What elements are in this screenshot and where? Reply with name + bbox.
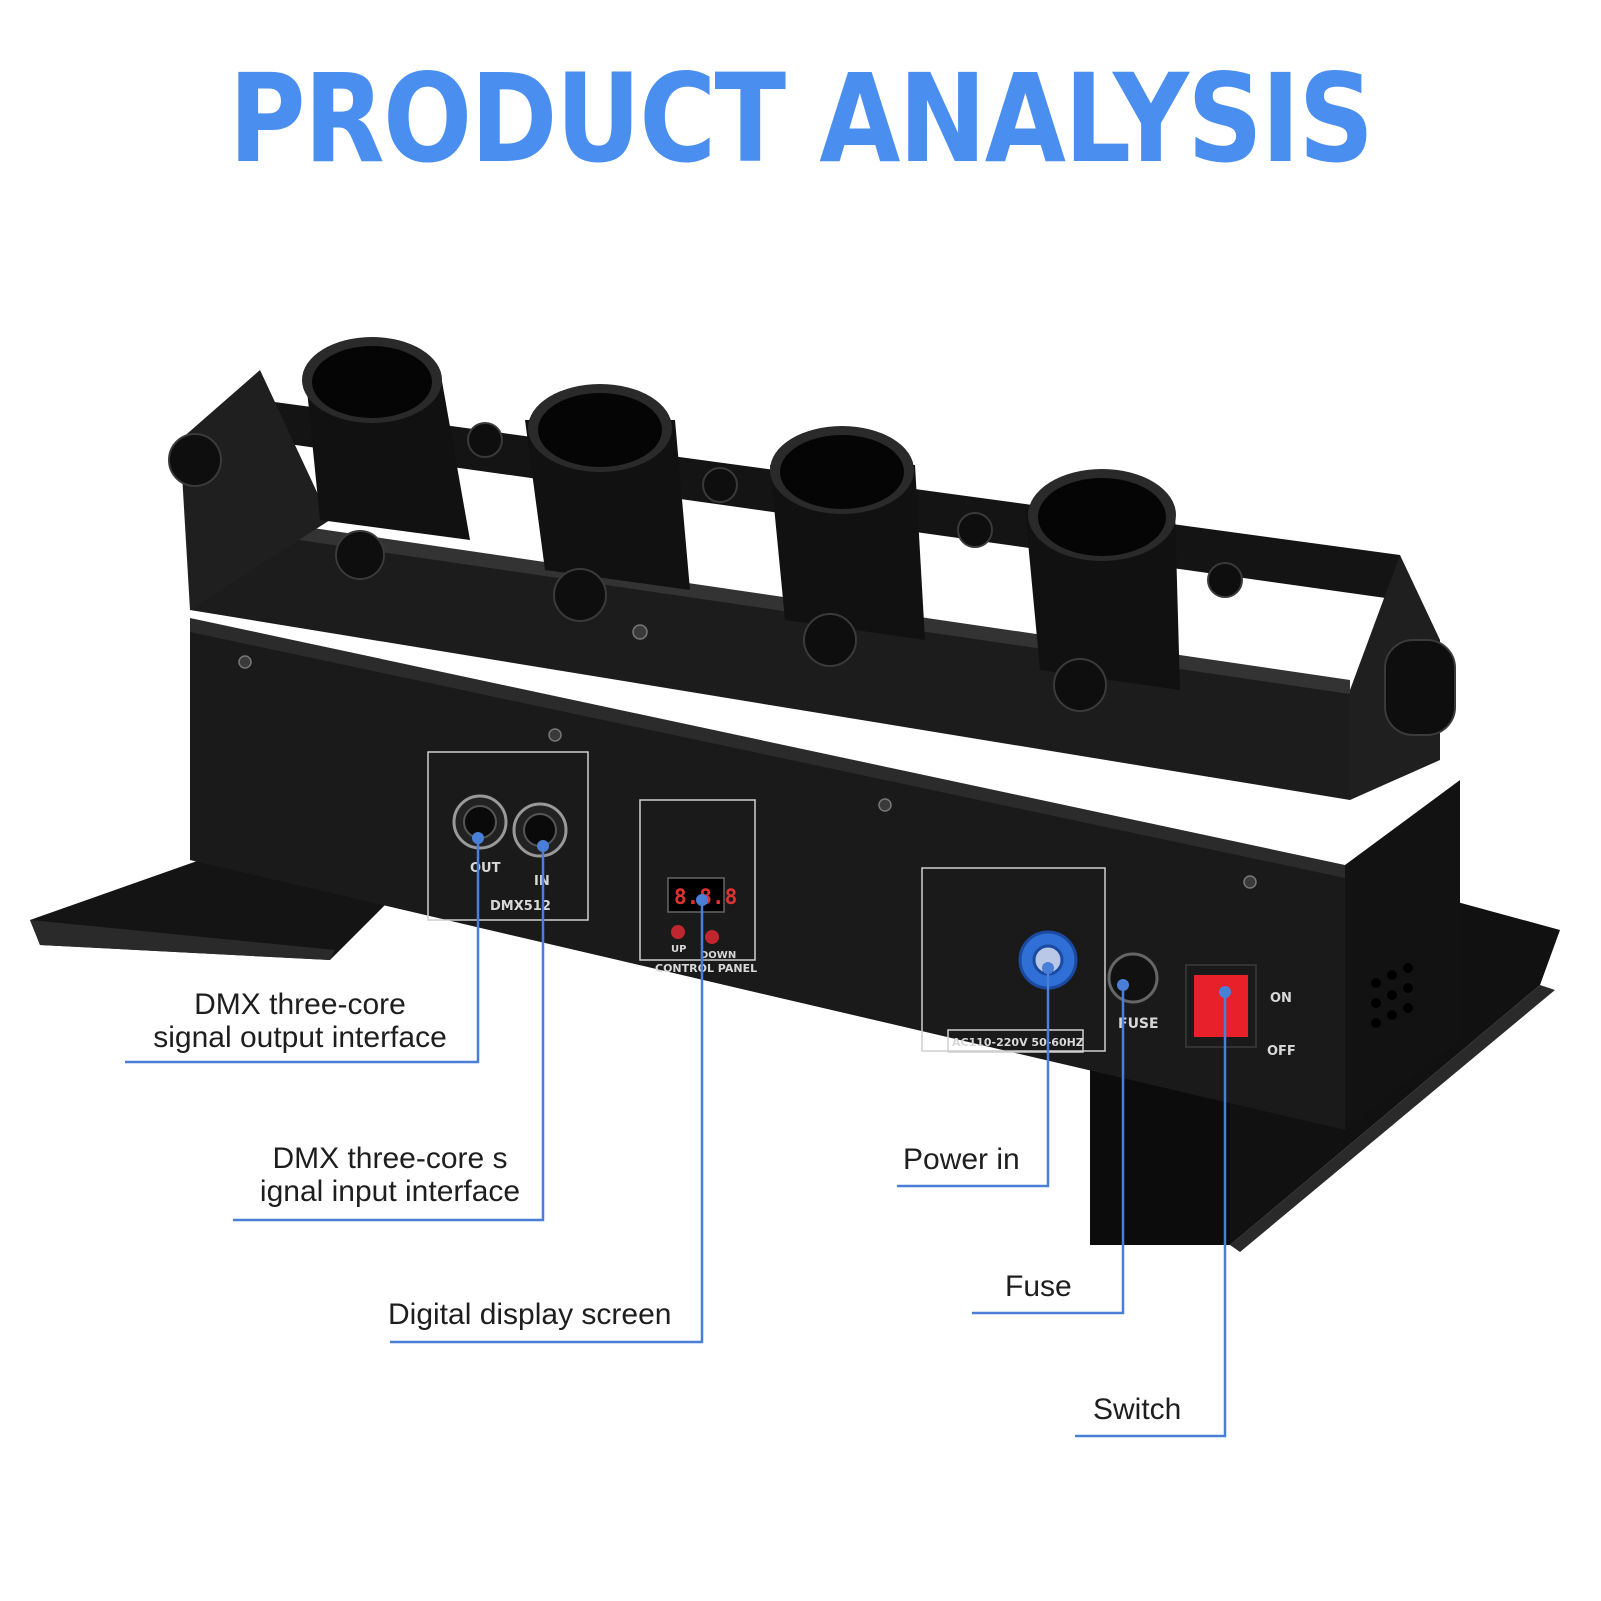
label-display: Digital display screen (388, 1298, 672, 1331)
housing-top-edge (190, 618, 1345, 878)
vent-grille (1371, 963, 1413, 1028)
label-switch: Switch (1093, 1393, 1182, 1426)
tube-4 (1025, 469, 1180, 690)
down-label: DOWN (700, 950, 736, 961)
callout-line-fuse (972, 985, 1125, 1315)
control-panel-label: CONTROL PANEL (655, 962, 757, 975)
up-button (671, 925, 685, 939)
label-dmx-output: DMX three-core signal output interface (130, 988, 470, 1054)
page-title: PRODUCT ANALYSIS (228, 48, 1374, 190)
dmx-out-label: OUT (470, 861, 501, 876)
dmx512-label: DMX512 (490, 899, 551, 914)
base-plate-left-edge (30, 920, 335, 960)
dmx-output-connector (452, 794, 508, 850)
label-fuse: Fuse (1005, 1270, 1072, 1303)
callout-line-switch (1075, 992, 1227, 1438)
callout-dots (472, 832, 1231, 998)
knobs (168, 422, 1456, 736)
off-label: OFF (1267, 1044, 1296, 1059)
label-dmx-input: DMX three-core s ignal input interface (240, 1142, 540, 1208)
callout-line-dmx-output (125, 838, 480, 1064)
tray-side-left (180, 370, 330, 610)
callout-lines (125, 838, 1227, 1438)
label-dmx-output-line2: signal output interface (153, 1021, 447, 1054)
tube-2 (525, 384, 690, 590)
tray-front-wall (190, 520, 1350, 800)
label-dmx-input-line1: DMX three-core s (272, 1142, 508, 1175)
housing-side (1345, 780, 1460, 1130)
fuse-label: FUSE (1118, 1016, 1159, 1032)
on-label: ON (1270, 991, 1292, 1006)
up-label: UP (671, 944, 686, 955)
callout-line-dmx-input (233, 846, 545, 1222)
control-panel-frame (639, 799, 756, 961)
tube-3 (770, 426, 925, 640)
callout-line-display (390, 900, 704, 1344)
digital-display (667, 877, 725, 913)
base-plate-right-edge (1230, 985, 1555, 1252)
dmx-panel-frame (427, 751, 589, 921)
label-power: Power in (903, 1143, 1020, 1176)
main-housing (190, 628, 1345, 1130)
screws (238, 624, 1257, 889)
label-dmx-input-line2: ignal input interface (259, 1175, 521, 1208)
voltage-label-box (947, 1029, 1084, 1053)
power-switch (1194, 975, 1248, 1037)
label-dmx-output-line1: DMX three-core (194, 988, 406, 1021)
voltage-label: AC110-220V 50-60HZ (952, 1036, 1084, 1049)
tube-1 (302, 337, 470, 540)
power-panel-frame (921, 867, 1106, 1052)
callout-line-power (897, 968, 1050, 1188)
fuse-holder (1107, 952, 1159, 1004)
down-button (705, 930, 719, 944)
